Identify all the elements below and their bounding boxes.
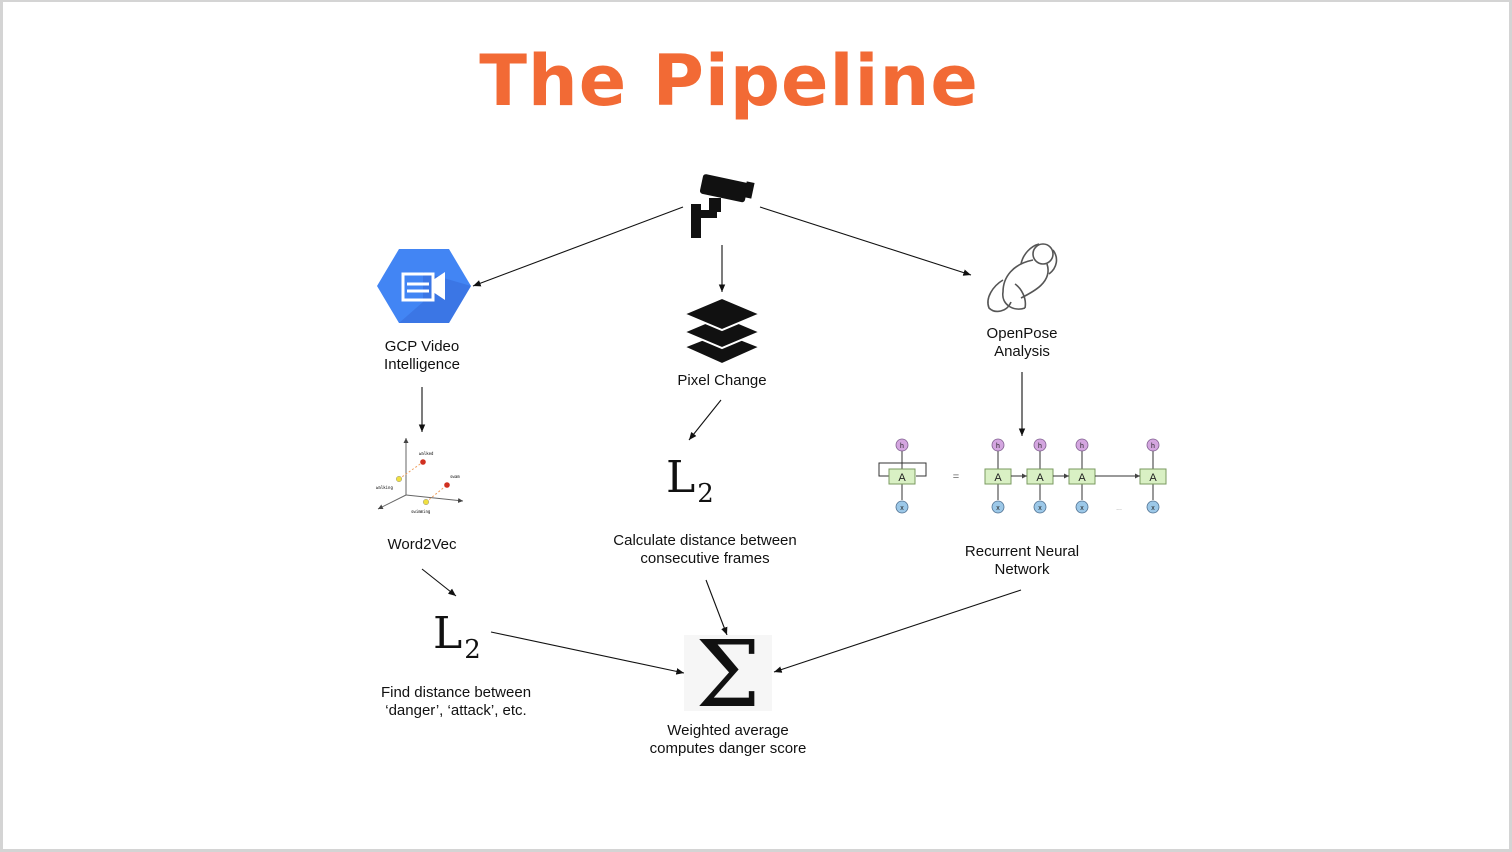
rnn-hidden-node	[895, 438, 909, 452]
slide-title: The Pipeline	[479, 40, 979, 122]
w2v-point-label: swimming	[411, 509, 431, 514]
rnn-cell-label: A	[1078, 472, 1086, 484]
sum-label-line: Weighted average	[667, 722, 789, 739]
arrow-camera-openpose	[759, 206, 972, 276]
rnn-hidden-label: h	[900, 443, 904, 450]
rnn-input-node	[895, 500, 909, 514]
arrow-rnn-sum	[773, 589, 1022, 673]
gcp-label-line: Intelligence	[384, 356, 460, 373]
l2-pixel-label-line: Calculate distance between	[613, 532, 797, 549]
rnn-input-label: x	[1080, 505, 1084, 512]
arrow-camera-gcp	[472, 206, 684, 287]
rnn-label-line: Network	[994, 561, 1050, 578]
rnn-input-label: x	[1038, 505, 1042, 512]
rnn-hidden-label: h	[1151, 443, 1155, 450]
l2-words-label-line: ‘danger’, ‘attack’, etc.	[385, 702, 527, 719]
rnn-input-node	[1146, 500, 1160, 514]
rnn-hidden-node	[1033, 438, 1047, 452]
word2vec-label: Word2Vec	[387, 536, 457, 553]
rnn-hidden-node	[991, 438, 1005, 452]
l2-subscript: 2	[464, 635, 481, 665]
word2vec-plot: walked walking swam swimming	[376, 438, 464, 514]
l2-words-label: Find distance between‘danger’, ‘attack’,…	[381, 684, 531, 720]
rnn-equals-sign: =	[953, 471, 959, 483]
openpose-label-line: OpenPose	[986, 325, 1058, 342]
rnn-input-label: x	[996, 505, 1000, 512]
arrows	[418, 206, 1026, 675]
sum-label-line: computes danger score	[649, 740, 807, 757]
openpose-label-line: Analysis	[994, 343, 1050, 360]
rnn-cell-label: A	[1036, 472, 1044, 484]
arrow-l2pixel-sum	[705, 579, 728, 636]
rnn-input-label: x	[900, 505, 904, 512]
rnn-hidden-label: h	[1080, 443, 1084, 450]
sigma-sum-icon: Σ	[684, 629, 772, 721]
rnn-hidden-label: h	[1038, 443, 1042, 450]
l2-subscript: 2	[697, 479, 714, 509]
rnn-unrolled-diagram: Ah x = Ah x Ah x Ah x Ah x...	[878, 438, 1167, 514]
w2v-point-label: swam	[450, 474, 460, 479]
l2-norm-words: L2	[433, 608, 481, 665]
w2v-point-label: walked	[419, 451, 434, 456]
l2-symbol: L	[666, 452, 696, 503]
arrow-l2words-sum	[490, 631, 685, 675]
rnn-input-node	[1033, 500, 1047, 514]
gcp-video-intelligence-icon	[377, 249, 471, 323]
arrow-word2vec-l2	[421, 568, 457, 597]
gcp-label-line: GCP Video	[384, 338, 460, 355]
rnn-input-node	[991, 500, 1005, 514]
rnn-label-line: Recurrent Neural	[964, 543, 1080, 560]
l2-symbol: L	[433, 608, 463, 659]
rnn-hidden-node	[1075, 438, 1089, 452]
rnn-input-label: x	[1151, 505, 1155, 512]
l2-pixel-label-line: consecutive frames	[640, 550, 770, 567]
rnn-cell-label: A	[898, 472, 906, 484]
pixel-change-label: Pixel Change	[677, 372, 767, 389]
pose-figure-icon	[987, 243, 1058, 313]
rnn-cell-label: A	[1149, 472, 1157, 484]
security-camera-icon	[691, 174, 755, 238]
rnn-hidden-label: h	[996, 443, 1000, 450]
rnn-cell-label: A	[994, 472, 1002, 484]
l2-words-label-line: Find distance between	[380, 684, 532, 701]
pipeline-diagram: walked walking swam swimming Ahx=AhxAhxA…	[376, 174, 1167, 675]
w2v-point-label: walking	[376, 485, 393, 490]
layers-icon	[681, 296, 763, 366]
rnn-ellipsis: ...	[1116, 505, 1122, 512]
rnn-hidden-node	[1146, 438, 1160, 452]
arrow-pixel-l2	[688, 399, 722, 441]
rnn-input-node	[1075, 500, 1089, 514]
rnn-rolled-cell	[888, 468, 916, 485]
l2-norm-pixel: L2	[666, 452, 714, 509]
